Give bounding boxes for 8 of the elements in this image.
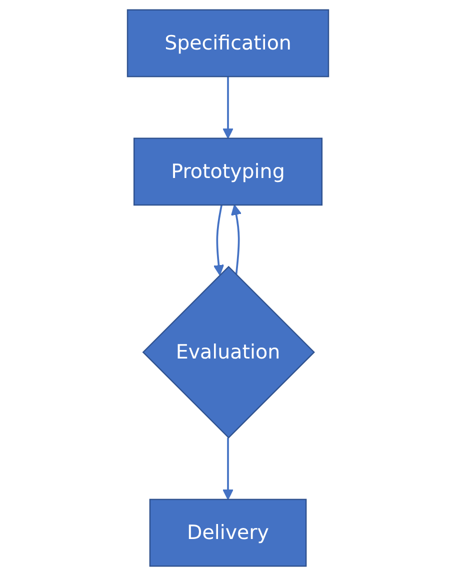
node-box: Delivery xyxy=(149,498,307,567)
arrow xyxy=(213,204,224,276)
arrow xyxy=(222,76,234,139)
node-box: Specification xyxy=(126,9,330,78)
node-diamond: Evaluation xyxy=(142,266,315,439)
arrow xyxy=(230,204,242,276)
node-box: Prototyping xyxy=(133,138,323,206)
arrow xyxy=(222,438,234,500)
